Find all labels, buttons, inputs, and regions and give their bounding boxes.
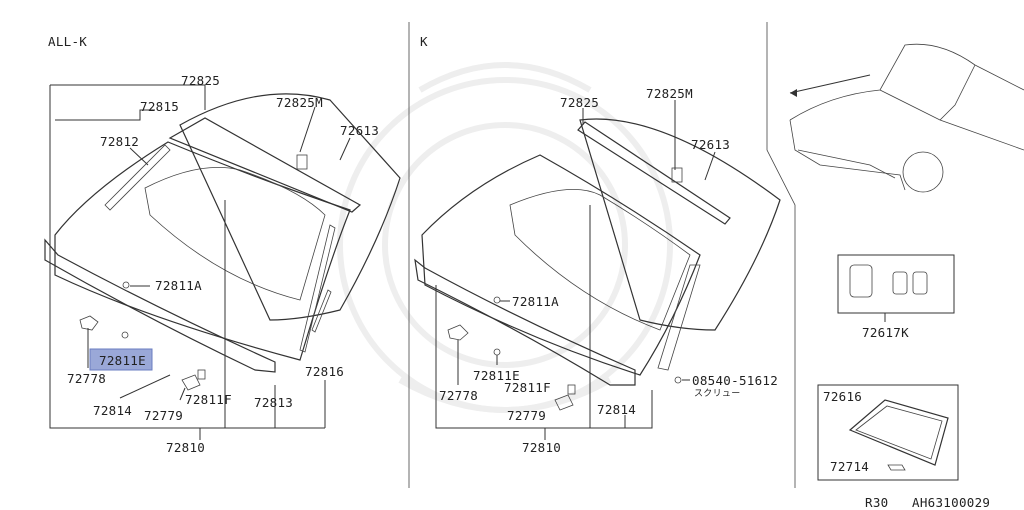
- mid-screw-08540: [674, 376, 682, 384]
- kit-bottle-icon-2: [912, 271, 928, 295]
- kit-72617k-box: [837, 254, 955, 314]
- left-screw-72811e: [121, 331, 129, 339]
- mid-clip-72778: [447, 324, 469, 341]
- car-pointer-arrow: [789, 74, 871, 94]
- mid-inner-glass: [509, 189, 691, 331]
- mid-label-72811e[interactable]: 72811E: [473, 368, 520, 383]
- left-clip-72811f: [197, 369, 206, 380]
- left-leader-72812: [129, 147, 149, 166]
- mid-label-08540[interactable]: 08540-51612: [692, 373, 778, 388]
- left-inner-glass: [144, 166, 326, 301]
- middle-panel-title: K: [420, 34, 428, 49]
- mid-label-72810[interactable]: 72810: [522, 440, 561, 455]
- left-molding-72825: [168, 117, 362, 213]
- label-72810[interactable]: 72810: [166, 440, 205, 455]
- label-72813[interactable]: 72813: [254, 395, 293, 410]
- left-clip-72778: [79, 315, 99, 331]
- left-assembly: 72825 72815 72825M 72613 72812 72811A 72…: [44, 73, 401, 455]
- mid-glass-72613: [579, 118, 781, 331]
- mid-leader-72613: [704, 151, 716, 181]
- left-leader-72779: [179, 387, 186, 401]
- mid-label-72825[interactable]: 72825: [560, 95, 599, 110]
- left-mirror-mount: [296, 154, 308, 170]
- panel-divider-2: [766, 22, 796, 488]
- label-72779[interactable]: 72779: [144, 408, 183, 423]
- mid-clip-72779: [554, 394, 574, 411]
- middle-assembly: 72825 72825M 72613 72811A 72778 72811E 7…: [414, 86, 781, 455]
- label-72811f[interactable]: 72811F: [185, 392, 232, 407]
- footer-code: R30: [865, 495, 888, 510]
- mid-label-72825m[interactable]: 72825M: [646, 86, 693, 101]
- footer-ref: AH63100029: [912, 495, 990, 510]
- kit-bottle-icon: [892, 271, 908, 295]
- label-72811a[interactable]: 72811A: [155, 278, 202, 293]
- seal-72616-shape: [848, 399, 949, 466]
- left-clip-72779: [181, 374, 201, 391]
- mid-label-72779[interactable]: 72779: [507, 408, 546, 423]
- mid-bracket-frame: [435, 285, 653, 429]
- mid-label-72811a[interactable]: 72811A: [512, 294, 559, 309]
- left-bracket-72825: [50, 84, 206, 110]
- label-72714[interactable]: 72714: [830, 459, 869, 474]
- label-72815[interactable]: 72815: [140, 99, 179, 114]
- left-screw-72811a: [122, 281, 130, 289]
- mid-screw-72811e: [493, 348, 501, 356]
- left-leader-72815: [55, 109, 155, 121]
- left-bracket-frame: [49, 85, 325, 429]
- mid-label-72778[interactable]: 72778: [439, 388, 478, 403]
- left-windshield: [54, 141, 351, 361]
- car-illustration: [789, 43, 1024, 193]
- mid-side-strip: [657, 264, 701, 371]
- mid-clip-72811f: [567, 384, 576, 395]
- mid-mirror-mount: [671, 167, 683, 183]
- label-72825m[interactable]: 72825M: [276, 95, 323, 110]
- label-72825[interactable]: 72825: [181, 73, 220, 88]
- mid-label-screw-jp: スクリュー: [694, 388, 741, 399]
- strip-72714-shape: [887, 464, 906, 471]
- left-leader-72825m: [299, 106, 316, 153]
- left-strip-72816: [311, 289, 332, 333]
- mid-label-72811f[interactable]: 72811F: [504, 380, 551, 395]
- mid-cowl: [414, 258, 636, 386]
- label-72617k[interactable]: 72617K: [862, 325, 909, 340]
- label-72812[interactable]: 72812: [100, 134, 139, 149]
- mid-label-72613[interactable]: 72613: [691, 137, 730, 152]
- left-strip-72813: [299, 224, 336, 353]
- right-panel: 72617K 72616 72714: [789, 43, 1024, 481]
- left-leader-72814: [119, 374, 171, 399]
- label-72778[interactable]: 72778: [67, 371, 106, 386]
- left-leader-72613: [339, 137, 351, 161]
- watermark-emblem: [337, 62, 673, 413]
- label-72816[interactable]: 72816: [305, 364, 344, 379]
- label-72814[interactable]: 72814: [93, 403, 132, 418]
- label-72616[interactable]: 72616: [823, 389, 862, 404]
- kit-primer-can-icon: [849, 264, 873, 298]
- highlight-box-72811e[interactable]: [89, 348, 153, 371]
- seal-kit-box: [817, 384, 959, 481]
- label-72811e[interactable]: 72811E: [99, 353, 146, 368]
- label-72613[interactable]: 72613: [340, 123, 379, 138]
- left-cowl: [44, 238, 276, 373]
- mid-windshield: [421, 154, 701, 376]
- left-panel-title: ALL-K: [48, 34, 87, 49]
- mid-screw-72811a: [493, 296, 501, 304]
- mid-label-72814[interactable]: 72814: [597, 402, 636, 417]
- left-strip-72812: [104, 144, 171, 211]
